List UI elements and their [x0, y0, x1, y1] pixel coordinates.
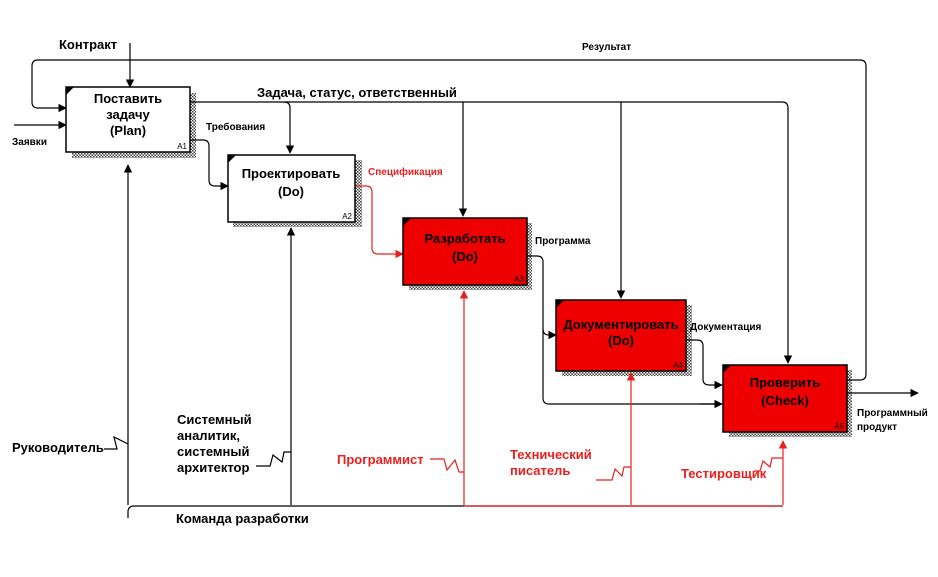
box-a4[interactable]: Документировать (Do) A4: [555, 299, 687, 372]
label-tech-writer-2: писатель: [510, 463, 570, 478]
box-a2-line-2: (Do): [278, 184, 304, 199]
svg-text:(Do): (Do): [608, 333, 634, 348]
box-a2[interactable]: Проектировать (Do) A2: [227, 154, 356, 223]
label-analyst-3: системный: [177, 444, 249, 459]
label-analyst-1: Системный: [177, 412, 252, 427]
box-a1-line-1: Поставить: [94, 91, 162, 106]
label-requests: Заявки: [12, 137, 47, 148]
box-a1-line-3: (Plan): [110, 123, 146, 138]
squiggle-manager: [104, 435, 129, 450]
box-a2-number: A2: [342, 212, 352, 221]
svg-text:(Do): (Do): [278, 184, 304, 199]
arrow-specification: [355, 185, 404, 259]
box-a5-line-2: (Check): [761, 393, 809, 408]
svg-text:Поставить: Поставить: [94, 91, 162, 106]
label-manager: Руководитель: [12, 440, 104, 455]
box-a2-line-1: Проектировать: [242, 166, 341, 181]
squiggle-tech-writer: [596, 466, 631, 481]
box-a3-number: A3: [514, 275, 524, 284]
box-a1-number: A1: [177, 142, 187, 151]
label-tech-writer-1: Технический: [510, 447, 592, 462]
label-specification: Спецификация: [368, 166, 443, 178]
box-a4-number: A4: [673, 361, 683, 370]
label-programmer: Программист: [337, 452, 424, 467]
label-task-status: Задача, статус, ответственный: [257, 85, 457, 100]
box-a5[interactable]: Проверить (Check) A5: [722, 364, 848, 433]
box-a5-number: A5: [834, 422, 844, 431]
label-product-2: продукт: [857, 422, 897, 433]
box-a4-line-2: (Do): [608, 333, 634, 348]
svg-text:Разработать: Разработать: [424, 231, 505, 246]
svg-text:Проектировать: Проектировать: [242, 166, 341, 181]
label-documentation: Документация: [690, 322, 762, 333]
svg-text:(Plan): (Plan): [110, 123, 146, 138]
label-team: Команда разработки: [176, 511, 309, 526]
svg-text:(Do): (Do): [452, 249, 478, 264]
box-a1[interactable]: Поставить задачу (Plan) A1: [65, 86, 191, 153]
label-contract: Контракт: [59, 37, 117, 52]
box-a1-line-2: задачу: [106, 107, 150, 122]
box-a3-line-1: Разработать: [424, 231, 505, 246]
box-a4-line-1: Документировать: [563, 317, 678, 332]
squiggle-programmer: [430, 458, 464, 473]
arrow-program-to-a4: [542, 328, 557, 340]
arrow-result: [31, 59, 867, 381]
arrow-task-status: [190, 101, 789, 110]
arrow-requirements: [190, 139, 229, 191]
svg-text:(Check): (Check): [761, 393, 809, 408]
label-requirements: Требования: [206, 121, 265, 133]
label-analyst-4: архитектор: [177, 460, 249, 475]
svg-text:Проверить: Проверить: [750, 375, 821, 390]
team-bar: [127, 505, 783, 518]
arrow-task-to-a2: [283, 101, 295, 154]
box-a5-line-1: Проверить: [750, 375, 821, 390]
label-analyst-2: аналитик,: [177, 428, 240, 443]
svg-text:Документировать: Документировать: [563, 317, 678, 332]
squiggle-tester: [754, 457, 783, 472]
box-a3-line-2: (Do): [452, 249, 478, 264]
label-program: Программа: [535, 236, 591, 247]
label-tester: Тестировщик: [681, 466, 767, 481]
svg-text:задачу: задачу: [106, 107, 150, 122]
label-result: Результат: [582, 42, 631, 53]
box-a3[interactable]: Разработать (Do) A3: [402, 217, 528, 286]
arrow-documentation: [686, 339, 723, 390]
squiggle-analyst: [256, 451, 291, 467]
label-product-1: Программный: [857, 408, 928, 419]
